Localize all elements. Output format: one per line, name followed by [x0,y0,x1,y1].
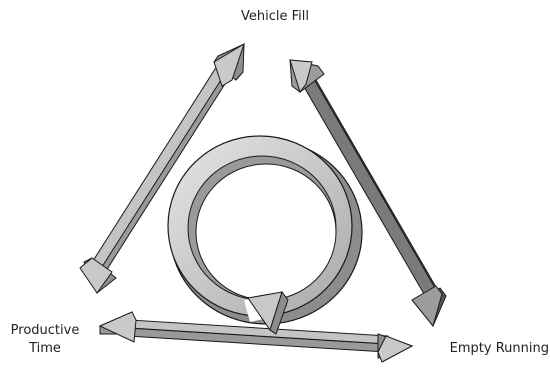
label-empty-running: Empty Running [450,341,549,356]
circular-cycle-arrow-icon [168,136,362,334]
label-productive-time-line2: Time [28,341,61,356]
label-productive-time-line1: Productive [11,323,80,338]
label-vehicle-fill: Vehicle Fill [241,9,309,24]
